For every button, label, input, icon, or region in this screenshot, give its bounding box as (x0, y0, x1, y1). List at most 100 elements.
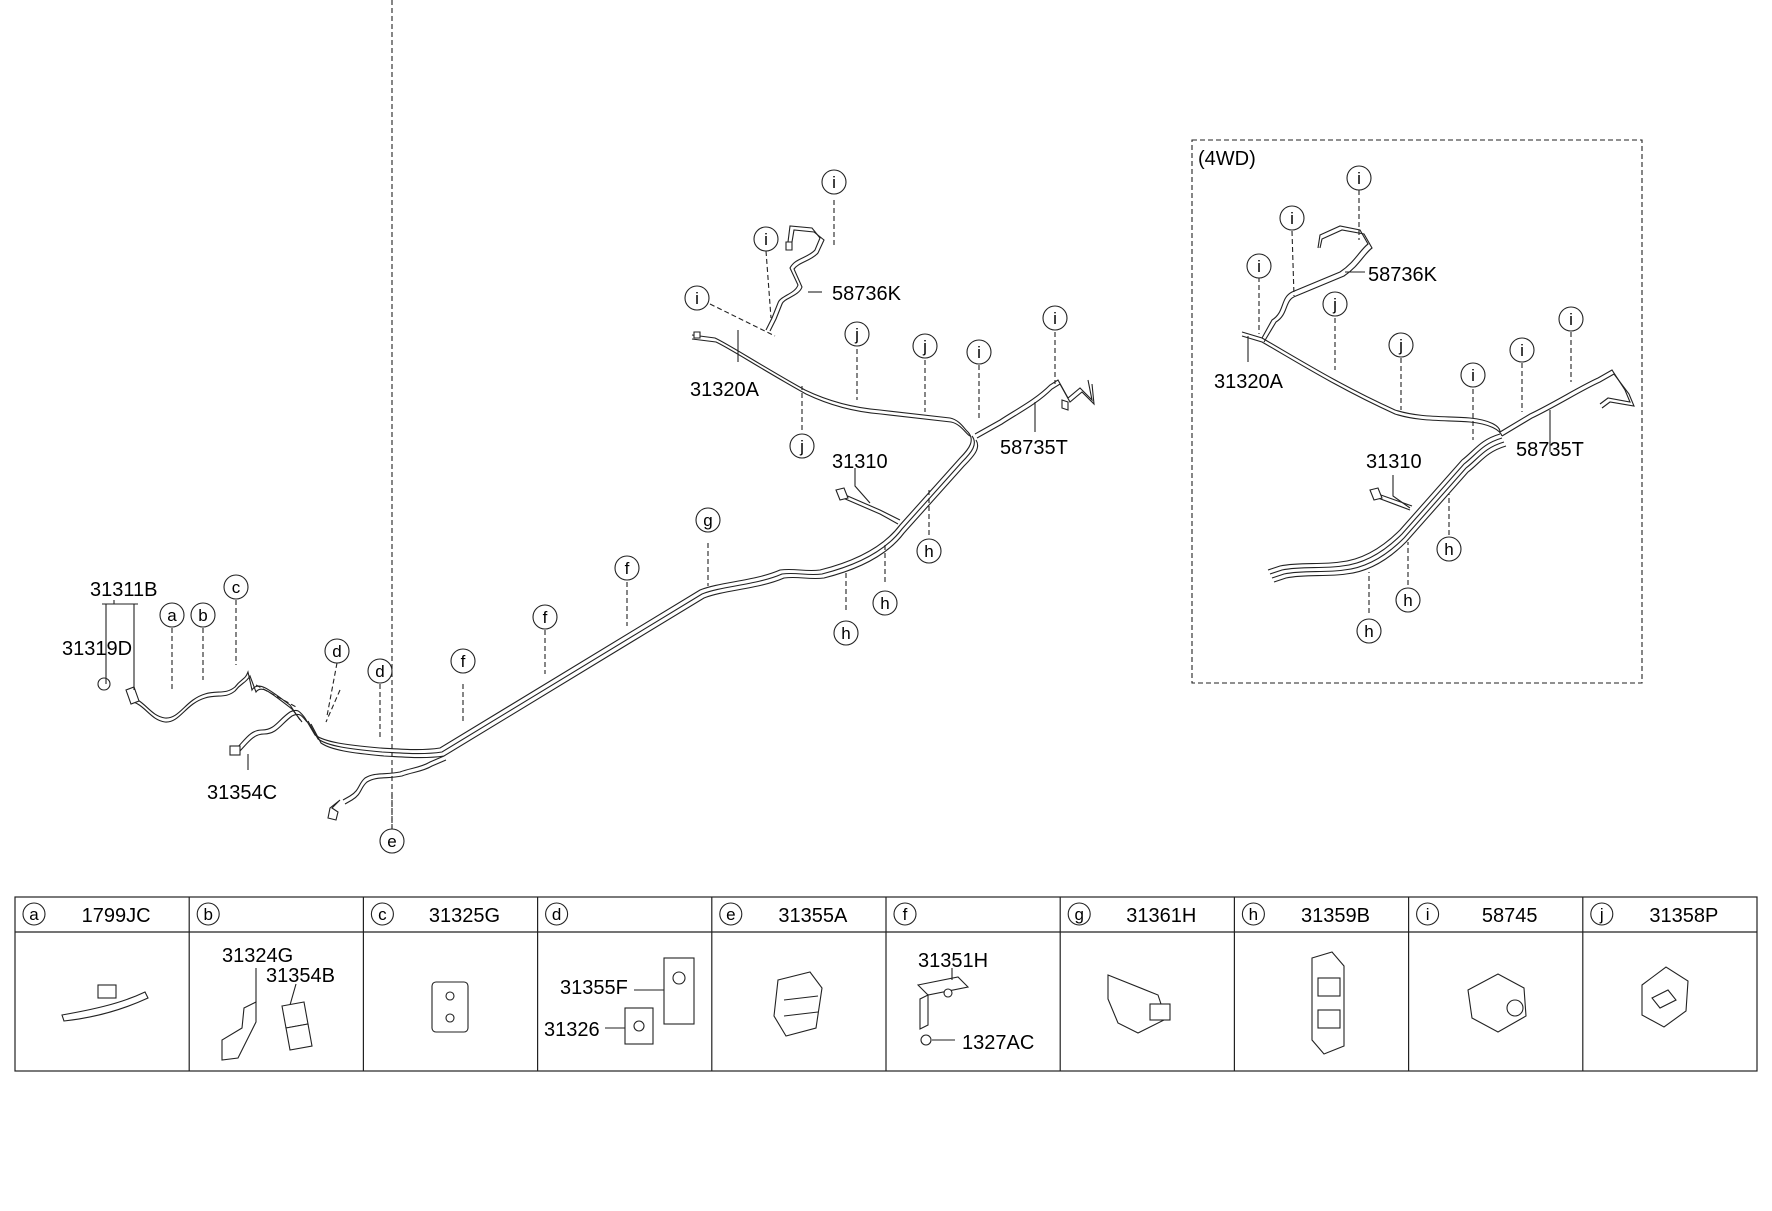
callout-i: i (821, 169, 847, 195)
svg-text:a: a (167, 606, 177, 625)
callout-h: h (833, 620, 859, 646)
legend-part-code: 31325G (429, 905, 500, 927)
svg-text:i: i (1357, 169, 1361, 188)
fitting-58736K (785, 241, 793, 251)
inset-leaders (1247, 271, 1551, 509)
svg-text:g: g (703, 511, 712, 530)
inset-part-labels: 58736K 31320A 31310 58735T (1214, 264, 1584, 473)
inset-4wd: (4WD) (1191, 139, 1643, 684)
callout-f: f (450, 648, 476, 674)
inset-callout-i: i (1346, 165, 1372, 191)
inset-pipes (1241, 225, 1635, 583)
legend-letter: f (903, 905, 908, 924)
inset-callout-h: h (1356, 618, 1382, 644)
callout-f: f (532, 604, 558, 630)
callout-d: d (367, 658, 393, 684)
legend-letter-circle (1067, 902, 1091, 926)
svg-text:j: j (1398, 336, 1403, 355)
fitting-front-e (327, 799, 341, 821)
svg-text:f: f (625, 559, 630, 578)
main-pipe-assembly: 31311B 31319D 31354C 31320A 58736K 31310… (62, 0, 1095, 854)
svg-text:h: h (1403, 591, 1412, 610)
legend-letter: b (203, 905, 212, 924)
svg-text:i: i (1053, 309, 1057, 328)
illus-clip-58745 (1467, 973, 1527, 1033)
legend-letter: e (726, 905, 735, 924)
legend-part-code: 31361H (1126, 905, 1196, 927)
callout-h: h (916, 538, 942, 564)
label-31319D: 31319D (62, 638, 132, 660)
callout-j: j (844, 321, 870, 347)
illus-bracket-31324G (221, 968, 313, 1061)
svg-text:h: h (924, 542, 933, 561)
inset-callout-j: j (1322, 291, 1348, 317)
svg-text:i: i (695, 289, 699, 308)
callout-b: b (190, 602, 216, 628)
inset-callout-dashes (1258, 190, 1572, 613)
svg-text:i: i (1257, 257, 1261, 276)
legend-part-31355F: 31355F (560, 977, 628, 999)
callout-i: i (684, 285, 710, 311)
illus-clip-31358P (1641, 966, 1689, 1028)
svg-text:i: i (1290, 209, 1294, 228)
rear-left-pipe (97, 670, 303, 723)
svg-text:j: j (1332, 295, 1337, 314)
legend-part-code: 31355A (778, 905, 848, 927)
callout-c: c (223, 574, 249, 600)
legend-letter: i (1426, 905, 1430, 924)
svg-text:i: i (832, 173, 836, 192)
central-pipe (304, 431, 979, 821)
svg-text:i: i (764, 230, 768, 249)
svg-text:d: d (375, 662, 384, 681)
legend-part-1327AC: 1327AC (962, 1032, 1034, 1054)
main-callout-dashes (171, 0, 1056, 834)
legend-part-code: 58745 (1482, 905, 1538, 927)
illus-clip-31355A (773, 971, 823, 1037)
legend-part-31326: 31326 (544, 1019, 600, 1041)
svg-text:h: h (1364, 622, 1373, 641)
callout-j: j (912, 333, 938, 359)
legend-letter-circle (1416, 902, 1440, 926)
callout-h: h (872, 590, 898, 616)
legend-letter: d (552, 905, 561, 924)
fitting-31310 (835, 487, 849, 501)
illus-cable-tie (61, 984, 149, 1022)
svg-text:h: h (880, 594, 889, 613)
legend-letter-circle (370, 902, 394, 926)
callout-j: j (789, 433, 815, 459)
svg-text:j: j (799, 437, 804, 456)
legend-part-code: 1799JC (82, 905, 151, 927)
legend-letter: c (378, 905, 387, 924)
inset-callout-i: i (1509, 337, 1535, 363)
fitting-31354C (229, 745, 241, 756)
legend-cell-e: e 31355A (719, 902, 848, 927)
legend-letter-circle (893, 902, 917, 926)
callout-d: d (324, 638, 350, 664)
legend-letter: j (1599, 905, 1604, 924)
legend-part-code: 31359B (1301, 905, 1370, 927)
inset-callouts: i i i j j i i i h h h (1246, 165, 1584, 644)
callout-a: a (159, 602, 185, 628)
label-31354C: 31354C (207, 782, 277, 804)
pipe-31354C (229, 709, 308, 756)
svg-text:i: i (1569, 310, 1573, 329)
svg-text:j: j (854, 325, 859, 344)
front-branch-pipes (691, 225, 1095, 525)
legend-cell-i: i 58745 (1416, 902, 1538, 927)
inset-label-31320A: 31320A (1214, 371, 1284, 393)
svg-text:h: h (1444, 540, 1453, 559)
svg-text:i: i (1520, 341, 1524, 360)
svg-text:b: b (198, 606, 207, 625)
illus-bracket-31351H (916, 968, 970, 1046)
fitting-58735T (1061, 399, 1069, 411)
inset-callout-i: i (1460, 362, 1486, 388)
svg-text:i: i (1471, 366, 1475, 385)
illus-clip-31359B (1311, 951, 1345, 1055)
legend-letter-circle (22, 902, 46, 926)
legend-part-31354B: 31354B (266, 965, 335, 987)
legend-letter-circle (1590, 902, 1614, 926)
